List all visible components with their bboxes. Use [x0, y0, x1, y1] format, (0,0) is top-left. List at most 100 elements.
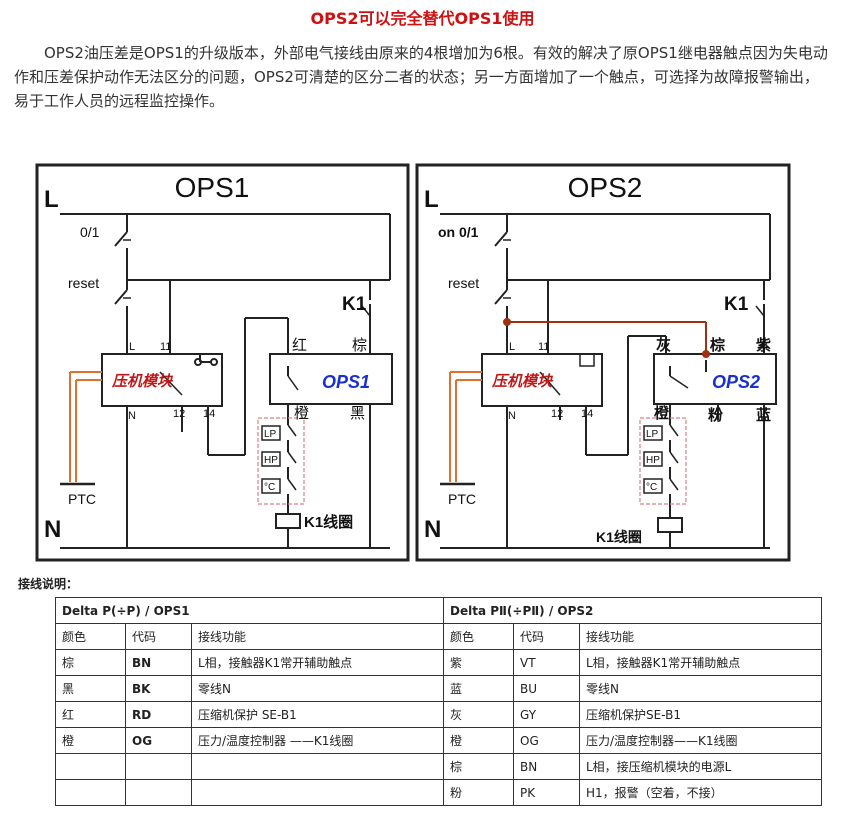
ops2-relay-label: OPS2 [712, 372, 760, 392]
ops1-switch-power-label: 0/1 [80, 224, 100, 240]
ops1-wire-black: 黑 [350, 405, 365, 422]
cell-color [55, 779, 126, 806]
cell-color: 橙 [443, 727, 514, 754]
ops2-module-label: 压机模块 [491, 373, 554, 390]
ops2-k1-coil-label: K1线圈 [596, 529, 642, 545]
ops1-pin-14: 14 [203, 408, 215, 420]
ops2-pin-11: 11 [538, 341, 549, 353]
ops2-line-l: L [424, 186, 439, 213]
table-row: 棕 BN L相，接压缩机模块的电源L [55, 753, 822, 780]
col-code: 代码 [125, 623, 192, 650]
cell-code: RD [125, 701, 192, 728]
cell-code: OG [513, 727, 580, 754]
col-color: 颜色 [55, 623, 126, 650]
ops2-diagram [415, 163, 791, 562]
cell-color: 灰 [443, 701, 514, 728]
ops1-pin-11: 11 [160, 341, 171, 353]
left-table-header: Delta P(÷P) / OPS1 [55, 597, 444, 624]
ops1-k1-label: K1 [342, 294, 367, 315]
cell-func [191, 779, 444, 806]
cell-func [191, 753, 444, 780]
cell-color [55, 753, 126, 780]
ops1-ptc-label: PTC [68, 491, 96, 507]
ops1-wire-orange: 橙 [294, 405, 309, 422]
ops1-pin-l: L [129, 341, 135, 353]
ops1-module-label: 压机模块 [111, 373, 174, 390]
table-row: 粉 PK H1，报警（空着，不接） [55, 779, 822, 806]
cell-code: BK [125, 675, 192, 702]
table-row: 黑 BK 零线N 蓝 BU 零线N [55, 675, 822, 702]
cell-func: L相，接触器K1常开辅助触点 [579, 649, 822, 676]
ops2-switch-power-label: on 0/1 [438, 224, 479, 240]
cell-color: 棕 [443, 753, 514, 780]
cell-code: BU [513, 675, 580, 702]
table-row: 棕 BN L相，接触器K1常开辅助触点 紫 VT L相，接触器K1常开辅助触点 [55, 649, 822, 676]
cell-code: PK [513, 779, 580, 806]
ops1-relay-label: OPS1 [322, 372, 370, 392]
ops1-line-l: L [44, 186, 59, 213]
ops2-wire-orange: 橙 [654, 404, 670, 422]
cell-color: 粉 [443, 779, 514, 806]
cell-color: 棕 [55, 649, 126, 676]
cell-code [125, 779, 192, 806]
ops2-switch-reset-label: reset [448, 275, 479, 291]
cell-func: 零线N [579, 675, 822, 702]
cell-color: 红 [55, 701, 126, 728]
cell-code: BN [513, 753, 580, 780]
ops1-switch-reset-label: reset [68, 275, 99, 291]
cell-color: 黑 [55, 675, 126, 702]
ops1-sensor-hp: HP [264, 455, 278, 466]
table-column-row: 颜色 代码 接线功能 颜色 代码 接线功能 [55, 623, 822, 650]
ops1-diagram [35, 163, 410, 562]
ops2-pin-14: 14 [581, 408, 593, 420]
ops2-k1-label: K1 [724, 294, 749, 315]
ops1-sensor-temp: °C [264, 482, 275, 493]
cell-code: BN [125, 649, 192, 676]
cell-color: 紫 [443, 649, 514, 676]
wiring-diagrams: OPS1 L N 0/1 reset L 11 N 12 14 压机模块 PTC… [35, 163, 791, 562]
ops2-sensor-temp: °C [646, 482, 657, 493]
ops2-wire-pink: 粉 [708, 406, 723, 424]
ops2-wire-blue: 蓝 [756, 406, 771, 424]
cell-color: 蓝 [443, 675, 514, 702]
cell-func: 压力/温度控制器 ——K1线圈 [191, 727, 444, 754]
ops2-heading: OPS2 [568, 172, 643, 203]
ops2-wire-brown: 棕 [710, 336, 725, 354]
cell-func: L相，接压缩机模块的电源L [579, 753, 822, 780]
table-header-row: Delta P(÷P) / OPS1 Delta PⅡ(÷PⅡ) / OPS2 [55, 597, 822, 624]
ops2-pin-12: 12 [551, 408, 563, 420]
cell-color: 橙 [55, 727, 126, 754]
ops2-pin-l: L [509, 341, 515, 353]
ops2-sensor-hp: HP [646, 455, 660, 466]
intro-paragraph: OPS2油压差是OPS1的升级版本，外部电气接线由原来的4根增加为6根。有效的解… [14, 44, 828, 110]
col-func: 接线功能 [191, 623, 444, 650]
wiring-table: Delta P(÷P) / OPS1 Delta PⅡ(÷PⅡ) / OPS2 … [55, 597, 822, 806]
cell-code: GY [513, 701, 580, 728]
wiring-notes-title: 接线说明： [18, 577, 79, 591]
ops1-heading: OPS1 [175, 172, 250, 203]
cell-code [125, 753, 192, 780]
cell-code: VT [513, 649, 580, 676]
ops2-pin-n: N [508, 410, 516, 422]
ops1-wire-red: 红 [292, 337, 307, 354]
col-func: 接线功能 [579, 623, 822, 650]
cell-code: OG [125, 727, 192, 754]
ops1-sensor-lp: LP [264, 429, 277, 440]
cell-func: H1，报警（空着，不接） [579, 779, 822, 806]
cell-func: 零线N [191, 675, 444, 702]
cell-func: 压缩机保护SE-B1 [579, 701, 822, 728]
page-title: OPS2可以完全替代OPS1使用 [310, 9, 535, 28]
ops2-wire-purple: 紫 [756, 337, 771, 354]
ops1-wire-brown: 棕 [352, 337, 367, 354]
cell-func: L相，接触器K1常开辅助触点 [191, 649, 444, 676]
ops2-sensor-lp: LP [646, 429, 659, 440]
ops2-wire-grey: 灰 [656, 336, 671, 354]
ops1-line-n: N [44, 516, 61, 543]
right-table-header: Delta PⅡ(÷PⅡ) / OPS2 [443, 597, 822, 624]
cell-func: 压缩机保护 SE-B1 [191, 701, 444, 728]
ops2-line-n: N [424, 516, 441, 543]
col-code: 代码 [513, 623, 580, 650]
col-color: 颜色 [443, 623, 514, 650]
cell-func: 压力/温度控制器——K1线圈 [579, 727, 822, 754]
table-row: 红 RD 压缩机保护 SE-B1 灰 GY 压缩机保护SE-B1 [55, 701, 822, 728]
